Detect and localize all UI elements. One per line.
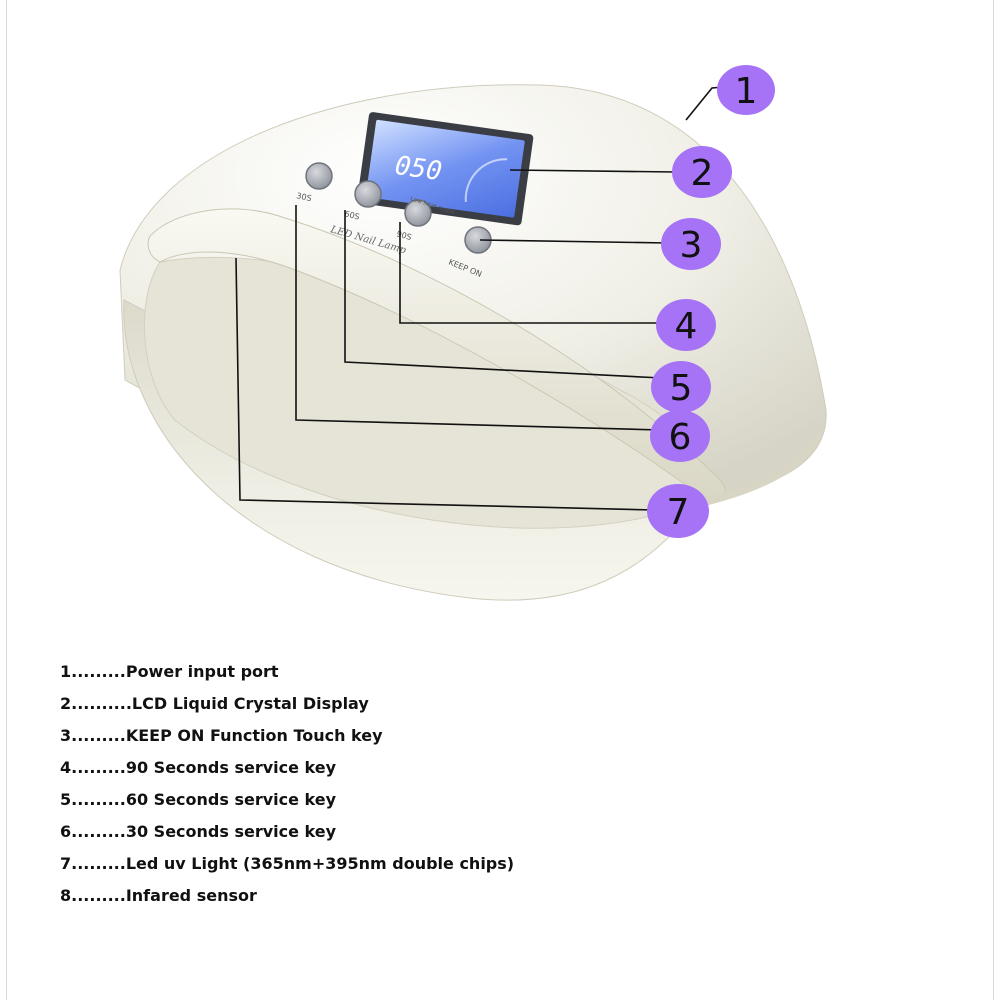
callout-4-number: 4 [675, 306, 698, 347]
callout-3: 3 [661, 218, 721, 270]
callout-5: 5 [651, 361, 711, 413]
lamp-rim [700, 410, 826, 506]
callout-6-number: 6 [669, 417, 692, 458]
legend-item-1: 1.........Power input port [60, 662, 279, 681]
callout-2: 2 [672, 146, 732, 198]
legend-item-5: 5.........60 Seconds service key [60, 790, 337, 809]
callout-1-number: 1 [735, 71, 758, 112]
callout-6: 6 [650, 410, 710, 462]
leader-line-5 [344, 210, 663, 379]
callout-3-number: 3 [680, 225, 703, 266]
button-30s[interactable] [305, 162, 333, 190]
legend-item-2: 2..........LCD Liquid Crystal Display [60, 694, 369, 713]
callout-2-number: 2 [691, 153, 714, 194]
lcd-display-reading: 050 [393, 151, 444, 187]
legend-item-3: 3.........KEEP ON Function Touch key [60, 726, 383, 745]
leader-line-2 [509, 169, 677, 173]
legend-item-8: 8.........Infared sensor [60, 886, 257, 905]
legend-list: 1.........Power input port 2..........LC… [60, 656, 760, 912]
callout-4: 4 [656, 299, 716, 351]
legend-item-7: 7.........Led uv Light (365nm+395nm doub… [60, 854, 515, 873]
label-60s: 60S [344, 209, 361, 221]
frame-left-border [6, 0, 7, 1000]
lcd-display: 050 [357, 112, 534, 226]
label-30s: 30S [296, 191, 313, 203]
leader-line-4 [399, 222, 668, 324]
button-60s[interactable] [354, 180, 382, 208]
lamp-diagram: 050 30S 60S 90S Low heat mode KEEP ON LE… [119, 65, 827, 601]
leader-lines [235, 85, 736, 511]
callout-7: 7 [647, 484, 709, 538]
legend-item-4: 4.........90 Seconds service key [60, 758, 337, 777]
callout-5-number: 5 [670, 368, 693, 409]
leader-line-3 [479, 239, 669, 244]
legend-item-6: 6.........30 Seconds service key [60, 822, 337, 841]
leader-line-7 [235, 257, 656, 511]
button-90s[interactable] [404, 199, 432, 227]
callout-1: 1 [717, 65, 775, 115]
callout-7-number: 7 [667, 492, 690, 533]
frame-right-border [993, 0, 994, 1000]
leader-line-6 [295, 205, 661, 431]
